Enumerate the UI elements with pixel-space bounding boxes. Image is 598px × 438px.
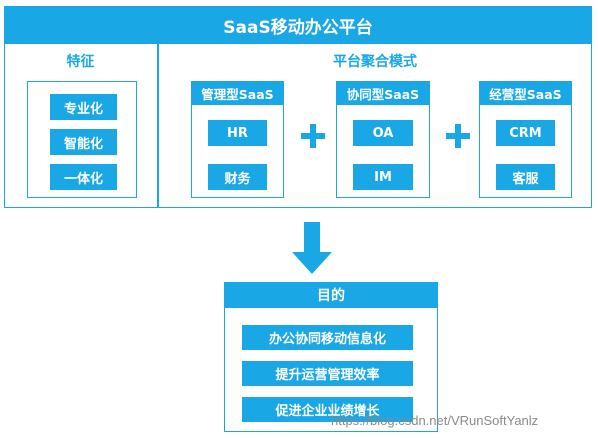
platform-title: SaaS移动办公平台 bbox=[4, 6, 592, 44]
group-item: HR bbox=[208, 120, 267, 146]
feature-item: 一体化 bbox=[50, 164, 117, 190]
group-item: OA bbox=[353, 120, 413, 146]
group-title-operation: 经营型SaaS bbox=[479, 81, 572, 105]
group-item: IM bbox=[353, 164, 413, 190]
purpose-item: 促进企业业绩增长 bbox=[242, 397, 413, 422]
group-item: CRM bbox=[496, 120, 555, 146]
group-item: 客服 bbox=[496, 164, 555, 190]
watermark-text: https://blog.csdn.net/VRunSoftYanlz bbox=[331, 413, 539, 428]
features-title: 特征 bbox=[66, 54, 95, 70]
purpose-title: 目的 bbox=[224, 282, 438, 308]
aggregation-title: 平台聚合模式 bbox=[333, 54, 417, 70]
section-divider bbox=[157, 44, 159, 208]
group-title-collaboration: 协同型SaaS bbox=[336, 81, 430, 105]
plus-icon bbox=[301, 124, 325, 148]
group-item: 财务 bbox=[208, 164, 267, 190]
purpose-item: 办公协同移动信息化 bbox=[242, 325, 413, 350]
plus-icon bbox=[446, 124, 470, 148]
purpose-item: 提升运营管理效率 bbox=[242, 361, 413, 386]
feature-item: 智能化 bbox=[50, 129, 117, 155]
group-title-management: 管理型SaaS bbox=[191, 81, 284, 105]
arrow-down-icon bbox=[292, 222, 332, 274]
feature-item: 专业化 bbox=[50, 94, 117, 120]
